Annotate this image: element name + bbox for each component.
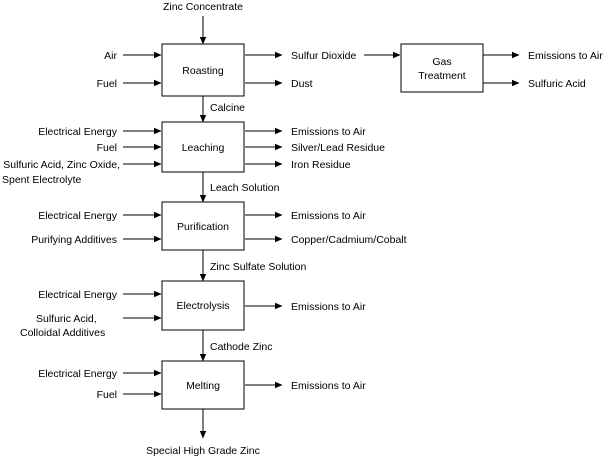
- leaching-output-silver-lead: Silver/Lead Residue: [291, 142, 385, 154]
- purification-box: [161, 201, 245, 251]
- zinc-concentrate-label: Zinc Concentrate: [163, 1, 243, 13]
- output-labels: Sulfur Dioxide Dust Emissions to Air Sul…: [291, 50, 603, 392]
- roasting-output-dust: Dust: [291, 78, 313, 90]
- melting-label: Melting: [186, 380, 220, 392]
- roasting-input-air: Air: [104, 50, 117, 62]
- melting-output-emissions: Emissions to Air: [291, 380, 366, 392]
- gas-treatment-output-sulfuric-acid: Sulfuric Acid: [528, 78, 586, 90]
- roasting-label: Roasting: [182, 65, 224, 77]
- leaching-box: [161, 121, 245, 173]
- special-high-grade-zinc-label: Special High Grade Zinc: [146, 445, 260, 457]
- leaching-output-iron: Iron Residue: [291, 159, 351, 171]
- process-labels: Roasting Gas Treatment Leaching Purifica…: [176, 56, 465, 392]
- gas-treatment-output-emissions: Emissions to Air: [528, 50, 603, 62]
- leaching-input-spent-electrolyte: Spent Electrolyte: [2, 174, 82, 186]
- input-labels-multiline: Spent Electrolyte Sulfuric Acid, Colloid…: [2, 174, 105, 339]
- roasting-box: [161, 43, 245, 97]
- electrolysis-input-sulfuric-acid: Sulfuric Acid,: [36, 313, 97, 325]
- leaching-input-acid-oxide: Sulfuric Acid, Zinc Oxide,: [3, 159, 120, 171]
- purification-label: Purification: [177, 221, 229, 233]
- leaching-output-emissions: Emissions to Air: [291, 126, 366, 138]
- input-labels: Air Fuel Electrical Energy Fuel Sulfuric…: [3, 50, 120, 401]
- roasting-input-fuel: Fuel: [97, 78, 117, 90]
- electrolysis-output-emissions: Emissions to Air: [291, 301, 366, 313]
- melting-input-energy: Electrical Energy: [38, 368, 118, 380]
- connectors: [123, 16, 520, 439]
- leach-solution-label: Leach Solution: [210, 182, 280, 194]
- leaching-input-fuel: Fuel: [97, 142, 117, 154]
- electrolysis-box: [161, 280, 245, 331]
- gas-treatment-label-line2: Treatment: [418, 70, 466, 82]
- melting-input-fuel: Fuel: [97, 389, 117, 401]
- leaching-label: Leaching: [182, 142, 225, 154]
- roasting-output-sulfur-dioxide: Sulfur Dioxide: [291, 50, 357, 62]
- purification-output-copper-cadmium-cobalt: Copper/Cadmium/Cobalt: [291, 234, 407, 246]
- electrolysis-input-energy: Electrical Energy: [38, 289, 118, 301]
- gas-treatment-label-line1: Gas: [432, 56, 451, 68]
- leaching-input-energy: Electrical Energy: [38, 126, 118, 138]
- zinc-sulfate-solution-label: Zinc Sulfate Solution: [210, 261, 306, 273]
- intermediate-labels: Calcine Leach Solution Zinc Sulfate Solu…: [210, 102, 306, 353]
- electrolysis-input-colloidal-additives: Colloidal Additives: [20, 327, 105, 339]
- gas-treatment-box: [400, 43, 484, 93]
- process-boxes: [161, 43, 484, 410]
- purification-input-energy: Electrical Energy: [38, 210, 118, 222]
- calcine-label: Calcine: [210, 102, 245, 114]
- cathode-zinc-label: Cathode Zinc: [210, 341, 272, 353]
- melting-box: [161, 360, 245, 410]
- purification-input-additives: Purifying Additives: [31, 234, 117, 246]
- electrolysis-label: Electrolysis: [176, 300, 229, 312]
- purification-output-emissions: Emissions to Air: [291, 210, 366, 222]
